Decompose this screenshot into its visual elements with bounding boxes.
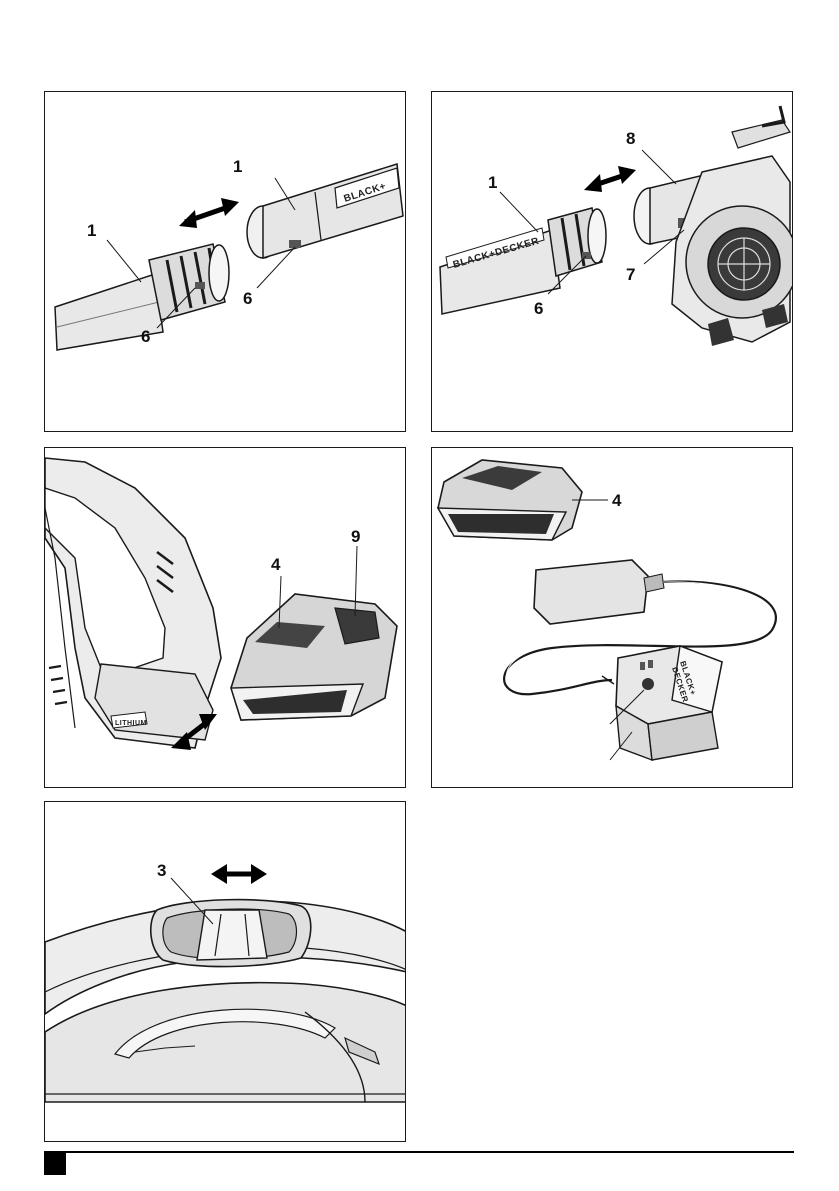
figure-tube-connection: BLACK+ 1 1 6 6 xyxy=(44,91,406,432)
callout-6: 6 xyxy=(534,299,543,318)
callout-1a: 1 xyxy=(233,157,242,176)
callout-8: 8 xyxy=(626,129,635,148)
figure-battery-charger: 4 BLACK+ DECKER xyxy=(431,447,793,788)
double-arrow-icon xyxy=(584,166,636,192)
callout-3: 3 xyxy=(157,861,166,880)
blower-illustration: BLACK+DECKER xyxy=(432,92,793,432)
footer-rule xyxy=(44,1151,794,1153)
callout-9: 9 xyxy=(351,527,360,546)
double-arrow-icon xyxy=(211,864,267,884)
charge-indicator-icon xyxy=(642,678,654,690)
page-marker xyxy=(44,1153,66,1175)
callout-7: 7 xyxy=(626,265,635,284)
figure-tube-to-blower: BLACK+DECKER xyxy=(431,91,793,432)
callout-6b: 6 xyxy=(243,289,252,308)
callout-1: 1 xyxy=(488,173,497,192)
switch-illustration: 3 xyxy=(45,802,406,1142)
battery-insert-illustration: LITHIUM 9 4 xyxy=(45,448,406,788)
tool-brand-text: LITHIUM xyxy=(115,720,147,727)
callout-1b: 1 xyxy=(87,221,96,240)
latch-icon xyxy=(289,240,301,248)
callout-4: 4 xyxy=(271,555,281,574)
figure-battery-insertion: LITHIUM 9 4 xyxy=(44,447,406,788)
tube-illustration: BLACK+ 1 1 6 6 xyxy=(45,92,406,432)
double-arrow-icon xyxy=(179,198,239,228)
figure-speed-switch: 3 xyxy=(44,801,406,1142)
latch-icon xyxy=(195,282,205,289)
callout-4: 4 xyxy=(612,491,622,510)
charger-illustration: 4 BLACK+ DECKER xyxy=(432,448,793,788)
callout-6a: 6 xyxy=(141,327,150,346)
